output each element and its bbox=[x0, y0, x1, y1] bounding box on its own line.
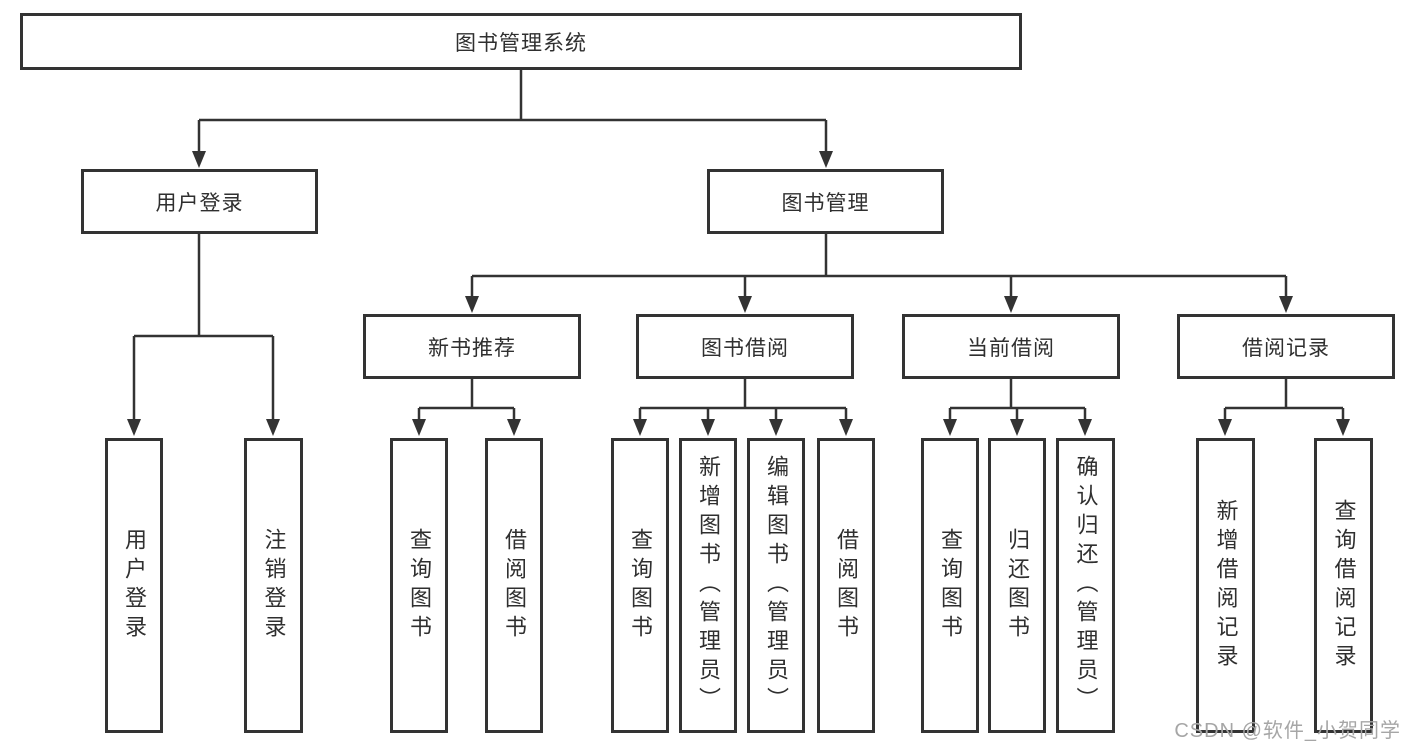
node-leaf-borrow-books: 借阅图书 bbox=[817, 438, 875, 733]
node-leaf-borrow-books-newbook: 借阅图书 bbox=[485, 438, 543, 733]
node-leaf-return-books: 归还图书 bbox=[988, 438, 1046, 733]
arrowhead bbox=[1010, 419, 1024, 436]
arrowhead bbox=[266, 419, 280, 436]
arrowhead bbox=[192, 151, 206, 168]
node-leaf-add-borrow-record: 新增借阅记录 bbox=[1196, 438, 1255, 733]
node-label: 借阅图书 bbox=[834, 527, 859, 644]
arrowhead bbox=[738, 296, 752, 313]
node-label: 图书管理系统 bbox=[455, 31, 587, 55]
arrowhead bbox=[1078, 419, 1092, 436]
arrowhead bbox=[633, 419, 647, 436]
node-leaf-edit-book-admin: 编辑图书（管理员） bbox=[747, 438, 805, 733]
arrowhead bbox=[1279, 296, 1293, 313]
node-label: 图书借阅 bbox=[701, 336, 789, 360]
node-label: 查询图书 bbox=[938, 527, 963, 644]
arrowhead bbox=[701, 419, 715, 436]
node-leaf-user-login: 用户登录 bbox=[105, 438, 163, 733]
node-leaf-logout: 注销登录 bbox=[244, 438, 303, 733]
node-label: 新增借阅记录 bbox=[1213, 498, 1239, 673]
watermark-text: CSDN @软件_小贺同学 bbox=[1174, 720, 1401, 742]
node-label: 注销登录 bbox=[261, 527, 287, 644]
node-leaf-query-borrow-record: 查询借阅记录 bbox=[1314, 438, 1373, 733]
node-leaf-confirm-return-admin: 确认归还（管理员） bbox=[1056, 438, 1115, 733]
node-new-book-recommendation: 新书推荐 bbox=[363, 314, 581, 379]
connector-bookmgmt-to-level3 bbox=[470, 234, 1288, 297]
connector-borrow-to-leaves bbox=[638, 379, 848, 421]
arrowhead bbox=[465, 296, 479, 313]
node-label: 查询图书 bbox=[407, 527, 432, 644]
node-borrowing-records: 借阅记录 bbox=[1177, 314, 1395, 379]
arrowhead bbox=[412, 419, 426, 436]
node-label: 新书推荐 bbox=[428, 336, 516, 360]
node-library-management-system: 图书管理系统 bbox=[20, 13, 1022, 70]
node-leaf-query-books-borrow: 查询图书 bbox=[611, 438, 669, 733]
connector-root-to-level2 bbox=[197, 70, 828, 154]
node-label: 新增图书（管理员） bbox=[696, 455, 721, 716]
node-book-management: 图书管理 bbox=[707, 169, 944, 234]
connector-newbook-to-leaves bbox=[417, 379, 516, 421]
node-leaf-add-book-admin: 新增图书（管理员） bbox=[679, 438, 737, 733]
arrowhead bbox=[127, 419, 141, 436]
connector-userlogin-to-leaves bbox=[132, 234, 275, 421]
node-label: 图书管理 bbox=[781, 191, 870, 215]
arrowhead bbox=[769, 419, 783, 436]
node-leaf-query-books-newbook: 查询图书 bbox=[390, 438, 448, 733]
node-label: 当前借阅 bbox=[967, 336, 1055, 360]
arrowhead bbox=[1336, 419, 1350, 436]
node-label: 用户登录 bbox=[155, 191, 244, 215]
node-label: 借阅记录 bbox=[1242, 336, 1330, 360]
node-user-login: 用户登录 bbox=[81, 169, 318, 234]
arrowhead bbox=[1004, 296, 1018, 313]
node-book-borrowing: 图书借阅 bbox=[636, 314, 854, 379]
arrowhead bbox=[1218, 419, 1232, 436]
node-label: 用户登录 bbox=[122, 527, 147, 644]
node-leaf-query-books-current: 查询图书 bbox=[921, 438, 979, 733]
node-current-borrowing: 当前借阅 bbox=[902, 314, 1120, 379]
arrowhead bbox=[507, 419, 521, 436]
node-label: 查询图书 bbox=[628, 527, 653, 644]
node-label: 编辑图书（管理员） bbox=[764, 455, 789, 716]
node-label: 确认归还（管理员） bbox=[1073, 455, 1099, 716]
arrowhead bbox=[819, 151, 833, 168]
node-label: 查询借阅记录 bbox=[1331, 498, 1357, 673]
arrowhead bbox=[839, 419, 853, 436]
node-label: 归还图书 bbox=[1005, 527, 1030, 644]
connector-current-to-leaves bbox=[948, 379, 1087, 421]
connector-records-to-leaves bbox=[1223, 379, 1345, 421]
node-label: 借阅图书 bbox=[502, 527, 527, 644]
arrowhead bbox=[943, 419, 957, 436]
